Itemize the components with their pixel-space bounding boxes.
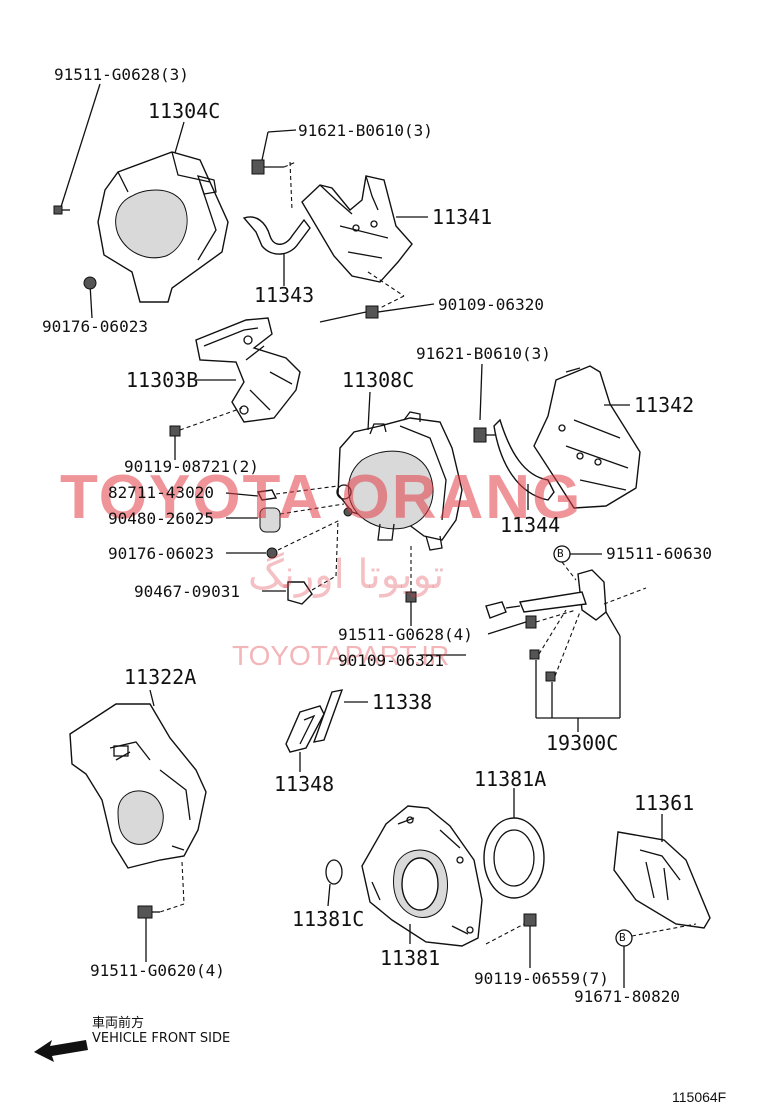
- oring-11381c: [325, 859, 343, 885]
- nut-90176-06023-mid: [266, 547, 278, 559]
- part-11342-drawing: [533, 365, 641, 509]
- label-82711-43020[interactable]: 82711-43020: [108, 483, 214, 502]
- bolt-91621-b0610-mid: [473, 427, 498, 443]
- label-11342[interactable]: 11342: [634, 393, 695, 417]
- label-91671-80820[interactable]: 91671-80820: [574, 987, 680, 1006]
- label-91511-g0628-4[interactable]: 91511-G0628(4): [338, 625, 473, 644]
- label-11304c[interactable]: 11304C: [148, 99, 221, 123]
- label-90109-06321[interactable]: 90109-06321: [338, 651, 444, 670]
- bolt-91511-g0628-mid: [405, 591, 417, 603]
- bolt-91511-g0628-top: [53, 205, 70, 215]
- part-11341-drawing: [301, 175, 413, 283]
- label-90109-06320[interactable]: 90109-06320: [438, 295, 544, 314]
- clip-82711-43020: [256, 489, 278, 501]
- label-11343[interactable]: 11343: [254, 283, 315, 307]
- label-90119-08721-2[interactable]: 90119-08721(2): [124, 457, 259, 476]
- figure-number: 115064F: [672, 1089, 727, 1105]
- label-11303b[interactable]: 11303B: [126, 368, 199, 392]
- vehicle-front-arrow-icon: [34, 1040, 88, 1062]
- label-11344[interactable]: 11344: [500, 513, 561, 537]
- label-11322a[interactable]: 11322A: [124, 665, 197, 689]
- label-91511-60630[interactable]: 91511-60630: [606, 544, 712, 563]
- bolt-90119-06559: [523, 913, 537, 927]
- bolt-91621-b0610-top: [251, 159, 284, 175]
- clamp-90467-09031: [287, 581, 313, 605]
- label-11341[interactable]: 11341: [432, 205, 493, 229]
- label-11381a[interactable]: 11381A: [474, 767, 547, 791]
- part-11381-drawing: [361, 805, 483, 947]
- label-91511-g0628-3[interactable]: 91511-G0628(3): [54, 65, 189, 84]
- part-11344-drawing: [493, 418, 555, 501]
- label-90176-06023-mid[interactable]: 90176-06023: [108, 544, 214, 563]
- label-11381[interactable]: 11381: [380, 946, 441, 970]
- label-11308c[interactable]: 11308C: [342, 368, 415, 392]
- part-11322a-drawing: [69, 703, 207, 869]
- label-91621-b0610-3-mid[interactable]: 91621-B0610(3): [416, 344, 551, 363]
- front-note-jp: 車両前方: [92, 1016, 145, 1031]
- front-note-en: VEHICLE FRONT SIDE: [92, 1031, 231, 1046]
- bolt-90109-06321: [487, 615, 537, 635]
- part-11361-drawing: [613, 831, 711, 929]
- label-90467-09031[interactable]: 90467-09031: [134, 582, 240, 601]
- bolt-19300c-a: [529, 649, 540, 660]
- bolt-90119-08721: [169, 425, 181, 437]
- callout-b-bottom: B: [619, 931, 626, 944]
- part-11304c-drawing: [97, 151, 229, 303]
- label-11338[interactable]: 11338: [372, 690, 433, 714]
- part-19300c-drawing: [485, 569, 607, 621]
- label-19300c[interactable]: 19300C: [546, 731, 619, 755]
- label-11361[interactable]: 11361: [634, 791, 695, 815]
- part-11338-drawing: [312, 689, 344, 743]
- bolt-19300c-b: [545, 671, 556, 682]
- nut-90176-06023-top: [83, 276, 97, 290]
- callout-b-top: B: [557, 547, 564, 560]
- label-11381c[interactable]: 11381C: [292, 907, 365, 931]
- label-90176-06023-top[interactable]: 90176-06023: [42, 317, 148, 336]
- seal-11381a: [483, 817, 545, 899]
- label-91511-g0620-4[interactable]: 91511-G0620(4): [90, 961, 225, 980]
- part-11348-drawing: [285, 705, 325, 753]
- part-11308c-drawing: [337, 411, 463, 551]
- part-11303b-drawing: [195, 317, 301, 423]
- grommet-90480-26025: [259, 507, 281, 533]
- label-90480-26025[interactable]: 90480-26025: [108, 509, 214, 528]
- bolt-90109-06320: [319, 303, 435, 323]
- bolt-91511-g0620: [137, 905, 160, 919]
- label-11348[interactable]: 11348: [274, 772, 335, 796]
- part-11343-drawing: [242, 216, 311, 255]
- label-91621-b0610-3-top[interactable]: 91621-B0610(3): [298, 121, 433, 140]
- label-90119-06559-7[interactable]: 90119-06559(7): [474, 969, 609, 988]
